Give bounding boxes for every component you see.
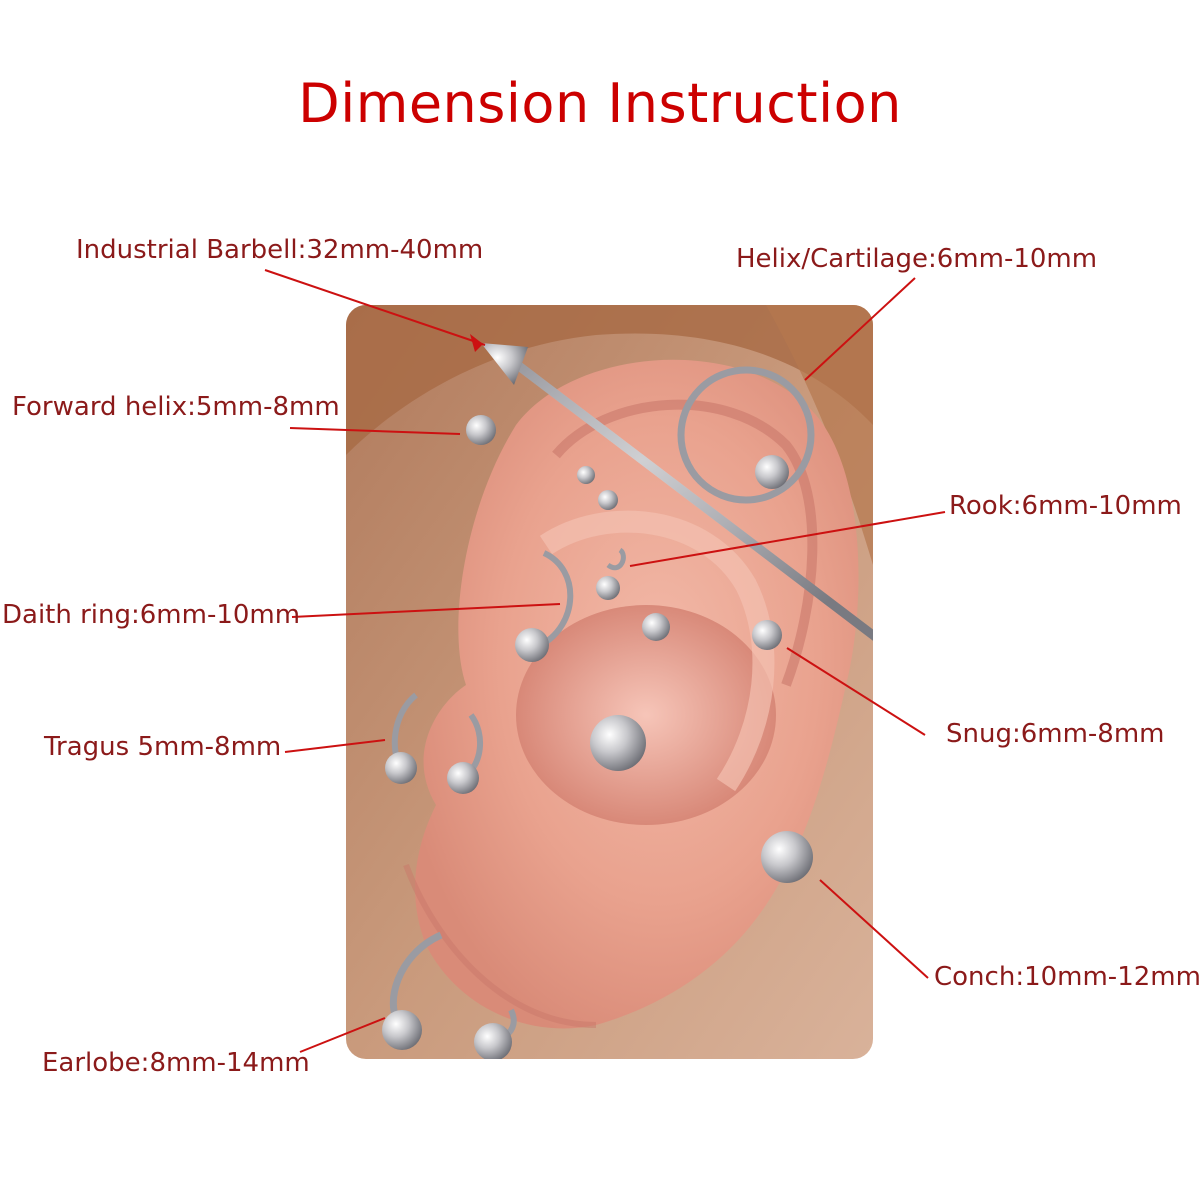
- label-helix-cartilage: Helix/Cartilage:6mm-10mm: [736, 244, 1098, 274]
- label-rook: Rook:6mm-10mm: [949, 491, 1182, 521]
- label-daith-ring: Daith ring:6mm-10mm: [2, 600, 301, 630]
- label-earlobe: Earlobe:8mm-14mm: [42, 1048, 310, 1078]
- label-forward-helix: Forward helix:5mm-8mm: [12, 392, 340, 422]
- label-conch: Conch:10mm-12mm: [934, 962, 1200, 992]
- label-industrial-barbell: Industrial Barbell:32mm-40mm: [76, 235, 484, 265]
- label-snug: Snug:6mm-8mm: [946, 719, 1165, 749]
- label-tragus: Tragus 5mm-8mm: [44, 732, 282, 762]
- ear-photo: [346, 305, 873, 1059]
- page-title: Dimension Instruction: [298, 72, 902, 135]
